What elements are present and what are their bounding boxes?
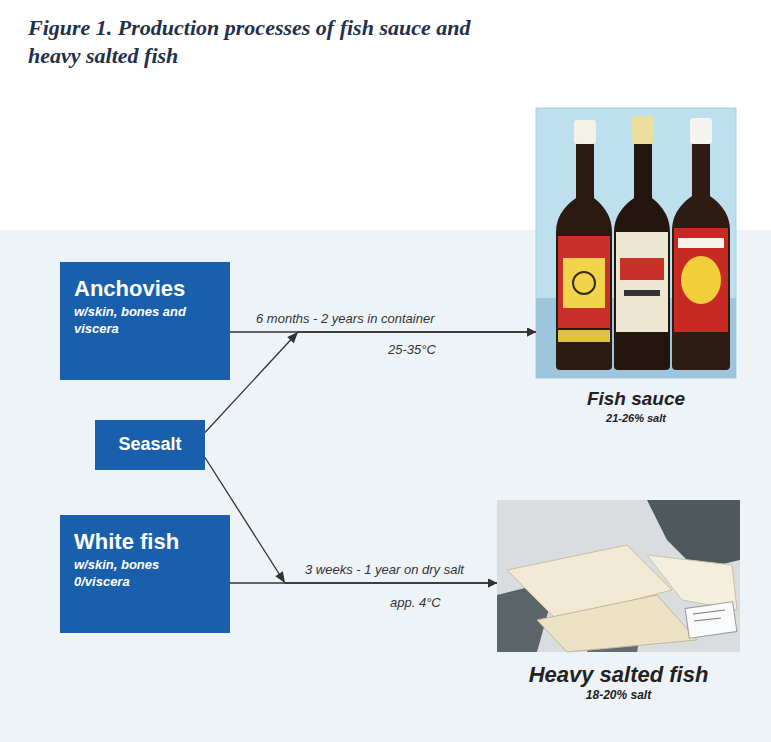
box-note: w/skin, bones and viscera (74, 304, 216, 337)
duration-label: 6 months - 2 years in container (256, 311, 434, 326)
box-heading: Anchovies (74, 276, 216, 301)
box-note: w/skin, bones 0/viscera (74, 557, 216, 590)
fish-sauce-photo (536, 108, 736, 378)
bottle-body (672, 138, 730, 370)
flow-arrow (205, 332, 536, 433)
bottle-body (556, 138, 612, 370)
fish-fillet (537, 595, 697, 652)
tag-scribble (693, 610, 725, 621)
bottle-cap (690, 118, 712, 144)
price-tag (685, 602, 737, 638)
figure-title: Figure 1. Production processes of fish s… (28, 14, 498, 69)
arrowhead (287, 332, 298, 343)
bottle (614, 116, 670, 370)
bottle-body (614, 138, 670, 370)
flow-arrow (205, 458, 497, 584)
bottle-label (678, 238, 724, 248)
bottle (672, 118, 730, 370)
bottle-label (674, 228, 728, 332)
product-name: Heavy salted fish (497, 662, 740, 688)
salt-content: 18-20% salt (497, 688, 740, 704)
bottle-label (558, 236, 610, 328)
duration-label: 3 weeks - 1 year on dry salt (305, 562, 464, 577)
photo-ground (497, 500, 740, 652)
bottle-cap (632, 116, 654, 144)
bottle-label (558, 330, 610, 342)
bottle-label (624, 290, 660, 296)
photo-ground (536, 108, 736, 378)
bottle-label (563, 258, 605, 308)
box-heading: Seasalt (103, 434, 197, 456)
background-panel (0, 230, 771, 742)
flow-arrow (230, 582, 497, 583)
bottle-label (620, 258, 664, 280)
salted-fish-photo (497, 500, 740, 652)
salt-content: 21-26% salt (536, 411, 736, 425)
input-box: Seasalt (95, 420, 205, 470)
temperature-label: 25-35°C (388, 342, 436, 357)
product-panel: Heavy salted fish18-20% salt (497, 500, 740, 710)
product-panel: Fish sauce21-26% salt (536, 108, 736, 432)
bottle (556, 120, 612, 370)
bottle-cap (574, 120, 596, 144)
arrowhead (275, 571, 285, 583)
product-name: Fish sauce (536, 388, 736, 411)
input-box: Anchovies w/skin, bones and viscera (60, 262, 230, 380)
bottle-label (616, 232, 668, 332)
fish-fillet (647, 555, 737, 610)
input-box: White fish w/skin, bones 0/viscera (60, 515, 230, 633)
label-emblem (681, 256, 721, 304)
label-emblem (573, 272, 595, 294)
temperature-label: app. 4°C (390, 595, 441, 610)
box-heading: White fish (74, 529, 216, 554)
